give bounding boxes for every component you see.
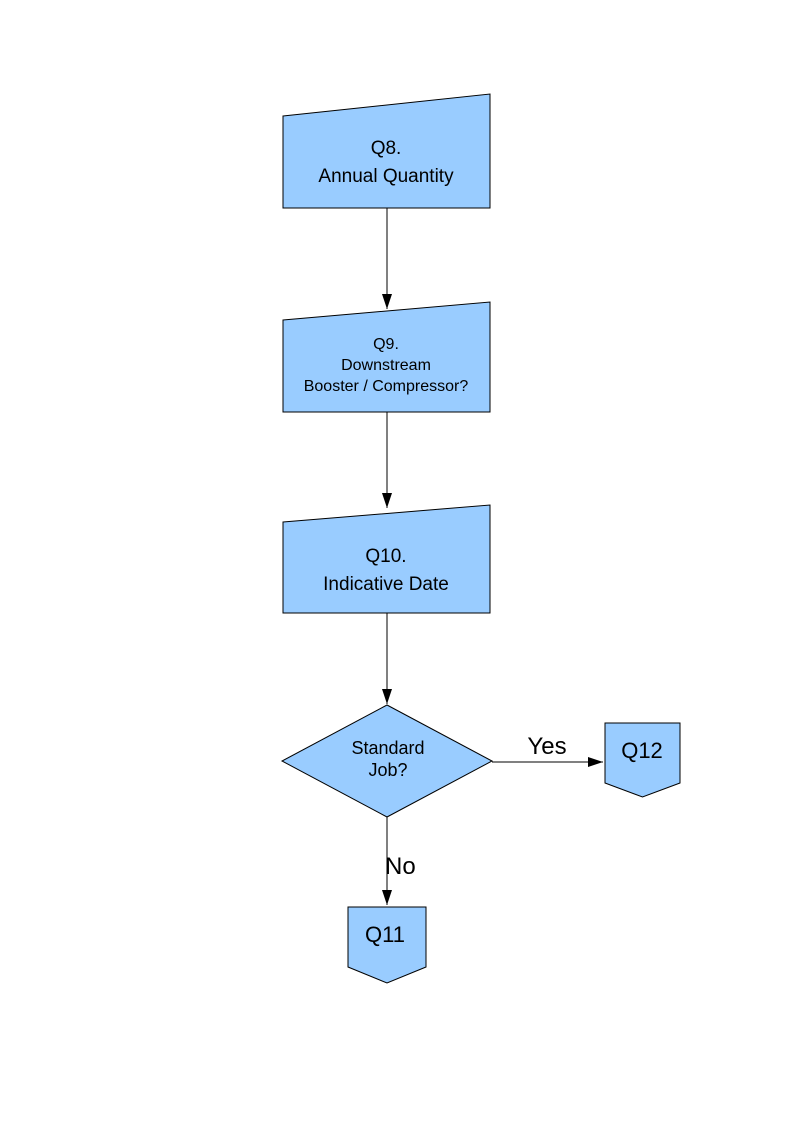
node-q10-line1: Q10. (365, 546, 406, 567)
no-label: No (385, 853, 416, 880)
off-page-connector-shape-q12 (604, 722, 681, 798)
decision-line2: Job? (368, 760, 407, 780)
node-q9: Q9. Downstream Booster / Compressor? (282, 301, 491, 413)
yes-label: Yes (527, 733, 566, 760)
off-page-connector-shape-q11 (347, 906, 427, 984)
node-q11: Q11 (347, 906, 427, 984)
manual-input-shape-q9 (282, 301, 491, 413)
node-q8-line2: Annual Quantity (318, 166, 454, 187)
decision-line1: Standard (351, 738, 424, 758)
node-q8: Q8. Annual Quantity (282, 93, 491, 209)
node-q12-label: Q12 (621, 738, 663, 763)
node-q9-line2: Downstream (341, 357, 431, 374)
node-q11-label: Q11 (365, 922, 405, 947)
node-q8-line1: Q8. (371, 138, 402, 159)
node-q10-line2: Indicative Date (323, 574, 449, 595)
node-standard-job: Standard Job? (280, 704, 494, 818)
node-q9-line3: Booster / Compressor? (304, 378, 469, 395)
node-q9-line1: Q9. (373, 336, 399, 353)
node-q12: Q12 (604, 722, 681, 798)
node-q10: Q10. Indicative Date (282, 504, 491, 614)
manual-input-shape-q10 (282, 504, 491, 614)
manual-input-shape-q8 (282, 93, 491, 209)
